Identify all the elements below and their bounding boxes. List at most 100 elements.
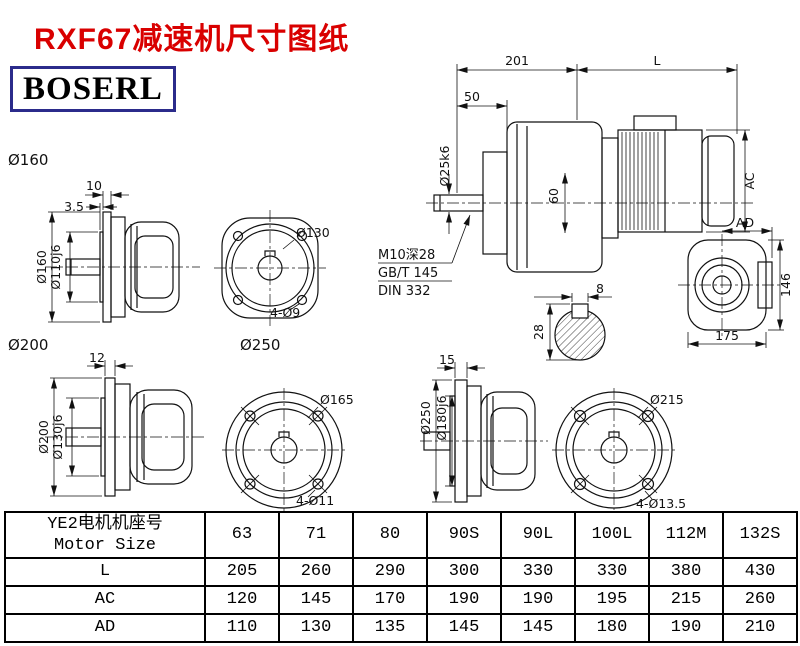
bolt-hole xyxy=(641,477,655,491)
column-header: 90L xyxy=(500,511,576,559)
main-assembly-view: 201 L 50 Ø25k6 60 AC M10深28 GB/T 145 DIN… xyxy=(378,53,757,299)
dim-label-spigot-depth: 3.5 xyxy=(64,199,84,214)
dim-label-50: 50 xyxy=(464,89,480,104)
value-cell: 260 xyxy=(722,585,798,615)
motor-size-header-cell: YE2电机机座号 Motor Size xyxy=(4,511,206,559)
value-cell: 380 xyxy=(648,557,724,587)
value-cell: 290 xyxy=(352,557,428,587)
dim-label-flange-thk: 15 xyxy=(439,352,455,367)
table-row-L: L 205 260 290 300 330 330 380 430 xyxy=(4,557,798,587)
motor-end-view: AD 146 175 xyxy=(678,215,793,348)
column-header: 63 xyxy=(204,511,280,559)
dim-label-holes-11: 4-Ø11 xyxy=(296,493,334,508)
bolt-hole xyxy=(232,230,244,242)
value-cell: 215 xyxy=(648,585,724,615)
column-header: 71 xyxy=(278,511,354,559)
value-cell: 300 xyxy=(426,557,502,587)
dim-label-flange-thk: 12 xyxy=(89,350,105,365)
table-row-AC: AC 120 145 170 190 190 195 215 260 xyxy=(4,585,798,615)
value-cell: 260 xyxy=(278,557,354,587)
value-cell: 430 xyxy=(722,557,798,587)
caption-250: Ø250 xyxy=(240,336,280,354)
housing-outline xyxy=(124,221,180,313)
value-cell: 110 xyxy=(204,613,280,643)
dim-label-outer-160: Ø160 xyxy=(34,250,49,284)
value-cell: 180 xyxy=(574,613,650,643)
column-header: 112M xyxy=(648,511,724,559)
dim-label-bolt-circle-215: Ø215 xyxy=(650,392,684,407)
dim-label-bolt-circle-165: Ø165 xyxy=(320,392,354,407)
fan-cover-outline xyxy=(701,135,735,227)
value-cell: 130 xyxy=(278,613,354,643)
dim-label-holes-13-5: 4-Ø13.5 xyxy=(636,496,686,511)
value-cell: 145 xyxy=(500,613,576,643)
dim-label-L: L xyxy=(654,53,661,68)
dim-label-bolt-circle-130: Ø130 xyxy=(296,225,330,240)
value-cell: 205 xyxy=(204,557,280,587)
housing-outline xyxy=(480,391,536,491)
value-cell: 210 xyxy=(722,613,798,643)
dim-label-spigot-110: Ø110j6 xyxy=(48,244,63,289)
value-cell: 330 xyxy=(574,557,650,587)
shaft-key-section: 8 28 xyxy=(531,281,612,361)
dim-label-28: 28 xyxy=(531,324,546,340)
flange-unit-160: Ø160 10 3.5 Ø160 xyxy=(8,151,330,326)
dim-label-flange-thk: 10 xyxy=(86,178,102,193)
output-shaft-outline xyxy=(65,427,102,447)
bolt-hole xyxy=(573,409,587,423)
caption-200: Ø200 xyxy=(8,336,48,354)
page-title: RXF67减速机尺寸图纸 xyxy=(34,23,350,56)
bolt-hole xyxy=(641,409,655,423)
technical-drawing: 201 L 50 Ø25k6 60 AC M10深28 GB/T 145 DIN… xyxy=(8,53,793,511)
dim-label-146: 146 xyxy=(778,273,793,297)
value-cell: 190 xyxy=(500,585,576,615)
column-header: 100L xyxy=(574,511,650,559)
value-cell: 135 xyxy=(352,613,428,643)
dim-label-60: 60 xyxy=(546,188,561,204)
dim-label-shaft-dia: Ø25k6 xyxy=(437,145,452,186)
value-cell: 330 xyxy=(500,557,576,587)
motor-body-outline xyxy=(617,129,703,233)
dim-label-key-width: 8 xyxy=(596,281,604,296)
value-cell: 190 xyxy=(648,613,724,643)
value-cell: 145 xyxy=(278,585,354,615)
row-label: L xyxy=(4,557,206,587)
note-tapped-hole: M10深28 xyxy=(378,248,435,263)
key-outline xyxy=(571,303,589,319)
table-row-AD: AD 110 130 135 145 145 180 190 210 xyxy=(4,613,798,643)
caption-160: Ø160 xyxy=(8,151,48,169)
column-header: 132S xyxy=(722,511,798,559)
value-cell: 170 xyxy=(352,585,428,615)
dimension-table: YE2电机机座号 Motor Size 63 71 80 90S 90L 100… xyxy=(4,511,798,643)
dim-label-spigot-180: Ø180j6 xyxy=(434,395,449,440)
dim-label-175: 175 xyxy=(715,328,739,343)
column-header: 90S xyxy=(426,511,502,559)
terminal-box-outline xyxy=(633,115,677,131)
flange-unit-200: Ø200 12 Ø200 Ø130j6 xyxy=(8,336,354,511)
flange-unit-250: 15 Ø250 Ø180j6 xyxy=(418,352,686,511)
bolt-hole xyxy=(232,294,244,306)
housing-outline xyxy=(129,389,193,485)
motor-adapter-outline xyxy=(601,137,619,239)
bolt-hole xyxy=(312,478,324,490)
value-cell: 120 xyxy=(204,585,280,615)
bolt-hole xyxy=(244,478,256,490)
value-cell: 190 xyxy=(426,585,502,615)
bolt-hole xyxy=(296,230,308,242)
motor-size-header-en: Motor Size xyxy=(53,536,157,555)
dim-label-outer-200: Ø200 xyxy=(36,420,51,454)
dim-label-AC: AC xyxy=(742,172,757,189)
value-cell: 195 xyxy=(574,585,650,615)
dim-label-spigot-130: Ø130j6 xyxy=(50,414,65,459)
bolt-hole xyxy=(573,477,587,491)
output-shaft-outline xyxy=(65,258,101,276)
dim-label-201: 201 xyxy=(505,53,529,68)
bolt-hole xyxy=(244,410,256,422)
motor-fins xyxy=(621,132,659,230)
dim-label-outer-250: Ø250 xyxy=(418,401,433,435)
value-cell: 145 xyxy=(426,613,502,643)
bolt-hole xyxy=(296,294,308,306)
brand-logo: BOSERL xyxy=(10,66,176,112)
note-standard-din: DIN 332 xyxy=(378,284,431,299)
